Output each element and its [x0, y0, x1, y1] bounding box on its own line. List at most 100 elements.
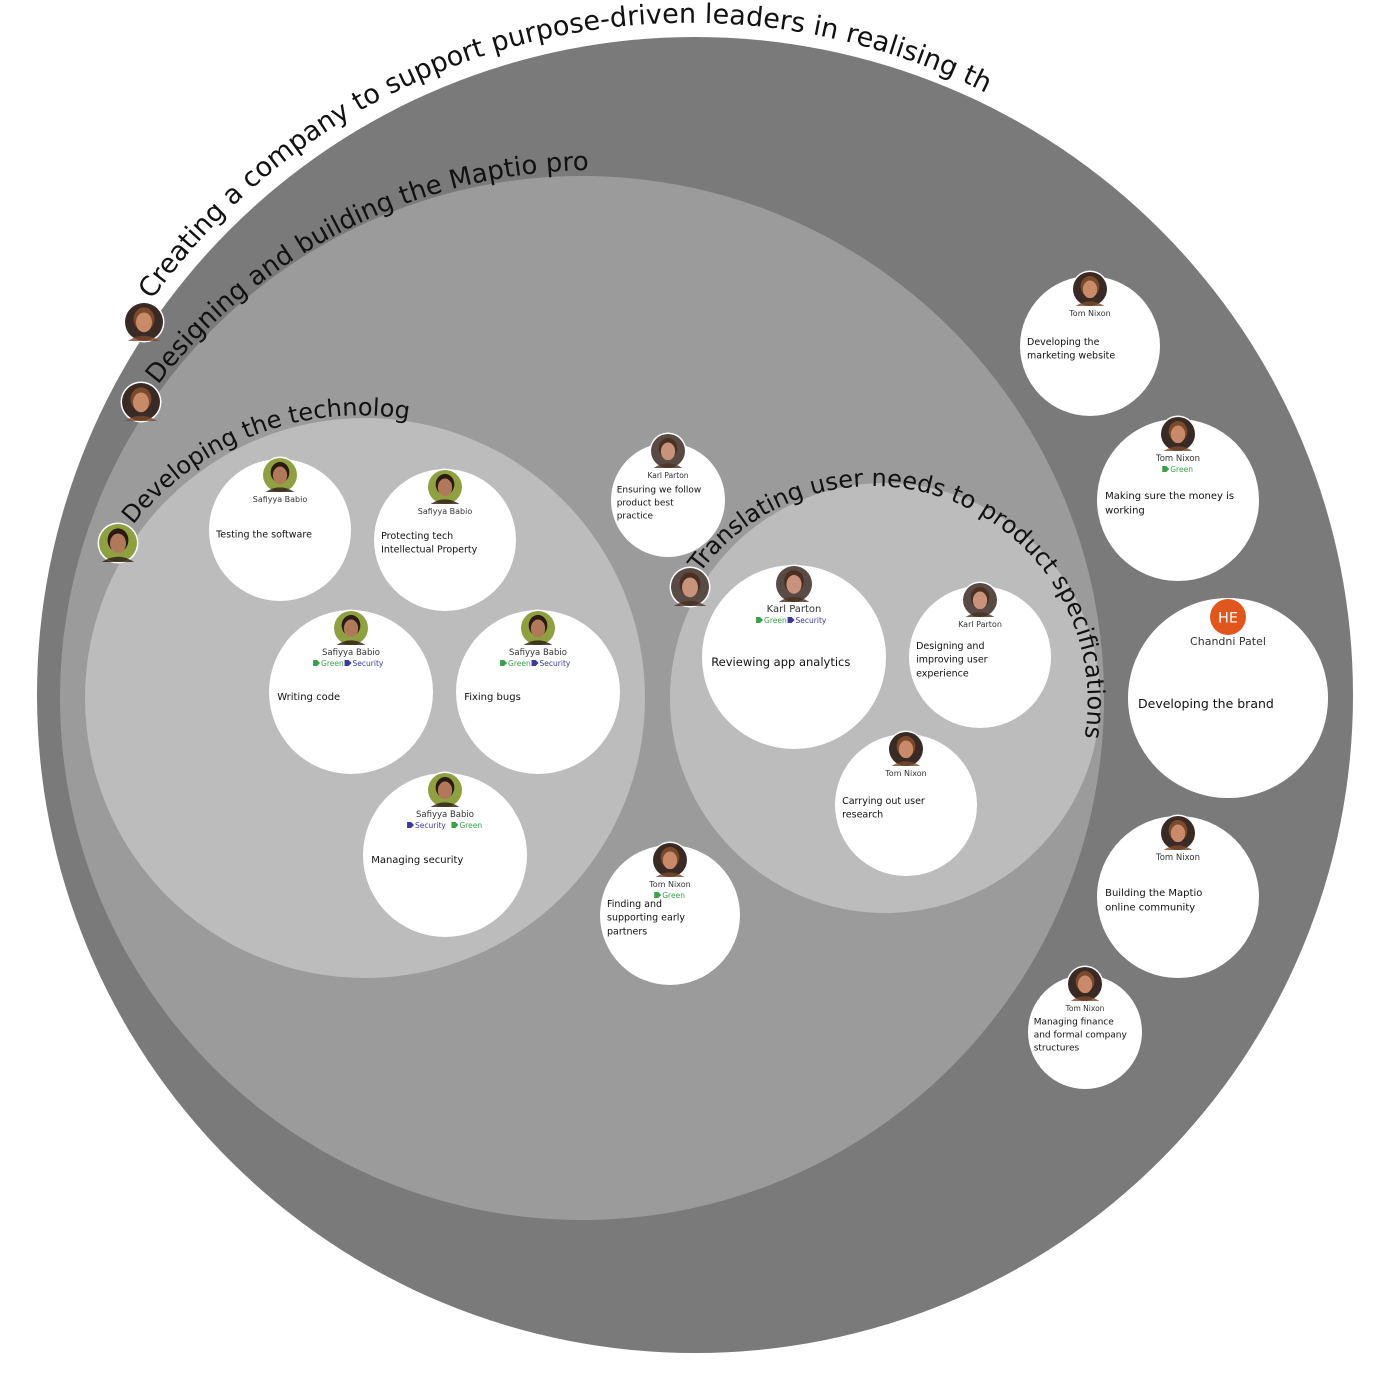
avatar-face: [786, 575, 802, 594]
translating-owner-avatar[interactable]: [669, 566, 711, 608]
avatar-shoulders: [124, 415, 158, 421]
leaf-circle[interactable]: [909, 586, 1051, 728]
node-label-line: Reviewing app analytics: [711, 655, 850, 669]
tag-green[interactable]: Green: [764, 616, 787, 625]
node-label: Designing and improving user experience: [916, 641, 988, 680]
node-label-line: Making sure the money is: [1105, 491, 1234, 502]
avatar-face: [110, 533, 126, 554]
leaf-circle[interactable]: [1020, 276, 1160, 416]
leaf-circle[interactable]: [363, 773, 527, 937]
avatar-face: [1082, 280, 1098, 299]
leaf-circle[interactable]: [600, 845, 740, 985]
product-owner-avatar[interactable]: [120, 381, 162, 423]
initials-badge-icon: [1210, 599, 1246, 635]
root-owner-avatar[interactable]: [123, 301, 165, 343]
leaf-circle[interactable]: [209, 459, 351, 601]
assignee-name: Safiyya Babio: [509, 648, 567, 658]
leaf-circle[interactable]: [1097, 816, 1259, 978]
leaf-circle[interactable]: [1128, 598, 1328, 798]
avatar-face: [660, 442, 676, 461]
avatar-shoulders: [101, 556, 135, 562]
leaf-avatar: [1066, 965, 1104, 1003]
avatar-shoulders: [1163, 845, 1193, 850]
tag-green[interactable]: Green: [662, 891, 685, 900]
node-label-line: structures: [1034, 1043, 1080, 1053]
node-label-line: Managing security: [371, 855, 463, 866]
assignee-name: Safiyya Babio: [322, 648, 380, 658]
technology-owner-avatar[interactable]: [97, 522, 139, 564]
avatar-shoulders: [430, 802, 460, 807]
initials-text: HE: [1218, 610, 1238, 626]
node-label-line: improving user: [916, 655, 988, 666]
tag-icon: [654, 892, 662, 898]
leaf-circle[interactable]: [611, 443, 725, 557]
avatar-face: [1170, 824, 1186, 843]
tag-security[interactable]: Security: [540, 659, 571, 668]
tag-icon: [407, 822, 415, 828]
leaf-avatar: [1159, 814, 1197, 852]
tag-icon: [756, 617, 764, 623]
node-label-line: Developing the brand: [1138, 696, 1274, 711]
leaf-circle[interactable]: [374, 469, 516, 611]
node-label-line: Building the Maptio: [1105, 888, 1202, 899]
assignee-name: Karl Parton: [767, 604, 822, 615]
node-label-line: Designing and: [916, 641, 984, 652]
avatar-face: [272, 466, 288, 485]
tag-green[interactable]: Green: [321, 659, 344, 668]
node-label: Fixing bugs: [464, 692, 521, 703]
node-label-line: supporting early: [607, 913, 685, 924]
leaf-circle[interactable]: [835, 734, 977, 876]
leaf-circle[interactable]: [702, 565, 886, 749]
node-label-line: Carrying out user: [842, 796, 925, 807]
assignee-name: Safiyya Babio: [416, 810, 474, 820]
tag-green[interactable]: Green: [459, 821, 482, 830]
avatar-shoulders: [265, 487, 295, 492]
avatar-shoulders: [430, 499, 460, 504]
tag-icon: [787, 617, 795, 623]
avatar-shoulders: [778, 597, 810, 602]
leaf-circle[interactable]: [1097, 419, 1259, 581]
avatar-shoulders: [523, 640, 553, 645]
avatar-face: [662, 851, 678, 870]
tag-security[interactable]: Security: [415, 821, 446, 830]
leaf-avatar: [651, 841, 689, 879]
tag-green[interactable]: Green: [508, 659, 531, 668]
tag-icon: [344, 660, 352, 666]
avatar-shoulders: [127, 335, 161, 341]
tag-security[interactable]: Security: [796, 616, 827, 625]
avatar-shoulders: [965, 612, 995, 617]
node-label: Testing the software: [215, 530, 312, 541]
leaf-circle[interactable]: [456, 610, 620, 774]
leaf-avatar: [961, 581, 999, 619]
node-label-line: Finding and: [607, 899, 662, 910]
tag-green[interactable]: Green: [1170, 465, 1193, 474]
leaf-circle[interactable]: [269, 610, 433, 774]
node-label: Managing security: [371, 855, 463, 866]
tag-security[interactable]: Security: [353, 659, 384, 668]
node-label-line: experience: [916, 668, 969, 679]
leaf-circle[interactable]: [1028, 975, 1142, 1089]
assignee-name: Tom Nixon: [1155, 853, 1200, 863]
